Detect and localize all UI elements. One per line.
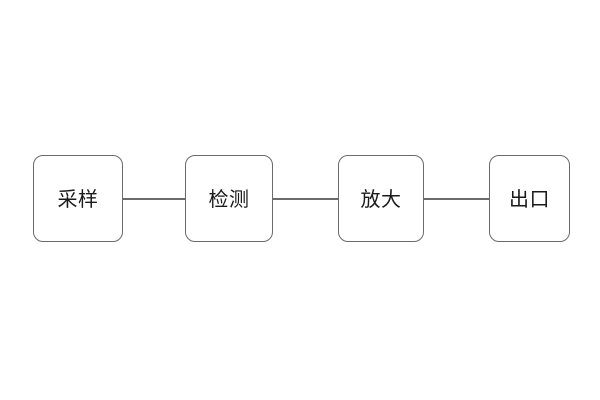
flow-node-detection[interactable]: 检测 (185, 155, 273, 242)
connector-amplify-to-output (424, 198, 489, 200)
flow-node-label: 检测 (208, 186, 250, 211)
connector-sampling-to-detection (123, 198, 185, 200)
flow-node-output[interactable]: 出口 (489, 155, 570, 242)
flow-node-label: 出口 (509, 186, 550, 211)
flow-node-label: 采样 (57, 186, 99, 211)
flow-node-sampling[interactable]: 采样 (33, 155, 123, 242)
flow-node-amplify[interactable]: 放大 (338, 155, 424, 242)
connector-detection-to-amplify (273, 198, 338, 200)
flow-node-label: 放大 (360, 186, 402, 211)
